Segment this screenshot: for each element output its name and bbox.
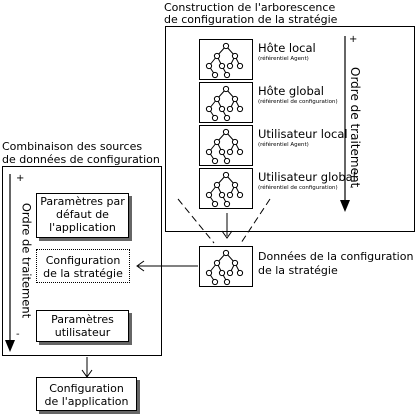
tree-node	[213, 52, 221, 60]
defaults-line3: l'application	[49, 221, 116, 234]
tree-node	[222, 249, 230, 257]
tree-node	[231, 138, 239, 146]
left-section-heading-line1: Combinaison des sources	[2, 140, 143, 153]
tree-node	[211, 114, 219, 122]
source-title: Hôte local	[258, 41, 316, 55]
tree-node	[223, 114, 231, 122]
defaults-line1: Paramètres par	[40, 195, 125, 208]
tree-node	[231, 52, 239, 60]
strategy-line2: de la stratégie	[43, 267, 123, 280]
tree-node	[231, 259, 239, 267]
tree-node	[223, 157, 231, 165]
strategy-config-box: Configuration de la stratégie	[36, 249, 130, 283]
tree-node	[226, 105, 234, 113]
tree-node	[231, 95, 239, 103]
tree-node	[211, 71, 219, 79]
policy-tree-panel	[165, 26, 415, 232]
tree-node	[222, 171, 230, 179]
tree-node	[222, 42, 230, 50]
tree-node	[223, 278, 231, 286]
left-order-minus: -	[16, 329, 20, 340]
tree-node	[236, 191, 244, 199]
tree-node	[213, 138, 221, 146]
user-settings-box: Paramètres utilisateur	[36, 310, 129, 342]
application-defaults-box: Paramètres par défaut de l'application	[36, 193, 129, 238]
policy-data-label-line1: Données de la configuration	[258, 250, 414, 263]
tree-node	[211, 157, 219, 165]
source-subtitle: (référentiel Agent)	[258, 142, 309, 148]
combination-panel	[2, 166, 162, 356]
top-order-minus: -	[350, 182, 354, 193]
tree-icon	[199, 125, 253, 166]
tree-node	[218, 191, 226, 199]
tree-node	[236, 62, 244, 70]
result-line1: Configuration	[49, 382, 124, 395]
tree-icon	[199, 82, 253, 123]
result-line2: de l'application	[44, 395, 129, 408]
tree-node	[226, 191, 234, 199]
policy-data-label-line2: de la stratégie	[258, 264, 338, 277]
top-section-heading-line1: Construction de l'arborescence	[164, 1, 336, 14]
tree-icon	[199, 168, 253, 209]
tree-node	[218, 269, 226, 277]
source-title: Hôte global	[258, 84, 324, 98]
left-order-plus: +	[16, 173, 25, 184]
source-title: Utilisateur local	[258, 127, 348, 141]
source-title: Utilisateur global	[258, 170, 356, 184]
source-subtitle: (référentiel de configuration)	[258, 185, 338, 191]
tree-node	[213, 95, 221, 103]
tree-node	[213, 181, 221, 189]
tree-node	[211, 200, 219, 208]
tree-node	[205, 62, 213, 70]
tree-node	[218, 148, 226, 156]
user-settings-line2: utilisateur	[54, 326, 111, 339]
tree-node	[205, 148, 213, 156]
user-settings-line1: Paramètres	[51, 313, 114, 326]
application-config-result-box: Configuration de l'application	[36, 377, 137, 411]
left-section-heading-line2: de données de configuration	[2, 153, 160, 166]
tree-node	[236, 105, 244, 113]
tree-node	[236, 269, 244, 277]
tree-node	[226, 269, 234, 277]
top-section-heading-line2: de configuration de la stratégie	[164, 13, 338, 26]
source-subtitle: (référentiel de configuration)	[258, 99, 338, 105]
tree-node	[222, 85, 230, 93]
tree-node	[205, 105, 213, 113]
tree-node	[222, 128, 230, 136]
strategy-line1: Configuration	[45, 254, 121, 267]
tree-node	[231, 181, 239, 189]
tree-node	[226, 148, 234, 156]
tree-node	[226, 62, 234, 70]
defaults-line2: défaut de	[56, 208, 109, 221]
tree-node	[236, 148, 244, 156]
top-order-plus: +	[349, 34, 358, 45]
tree-icon	[199, 39, 253, 80]
tree-node	[211, 278, 219, 286]
tree-node	[218, 62, 226, 70]
source-subtitle: (référentiel Agent)	[258, 56, 309, 62]
tree-node	[205, 191, 213, 199]
tree-node	[223, 71, 231, 79]
tree-node	[205, 269, 213, 277]
tree-node	[218, 105, 226, 113]
policy-data-tree-box	[199, 246, 253, 287]
tree-node	[213, 259, 221, 267]
tree-node	[223, 200, 231, 208]
